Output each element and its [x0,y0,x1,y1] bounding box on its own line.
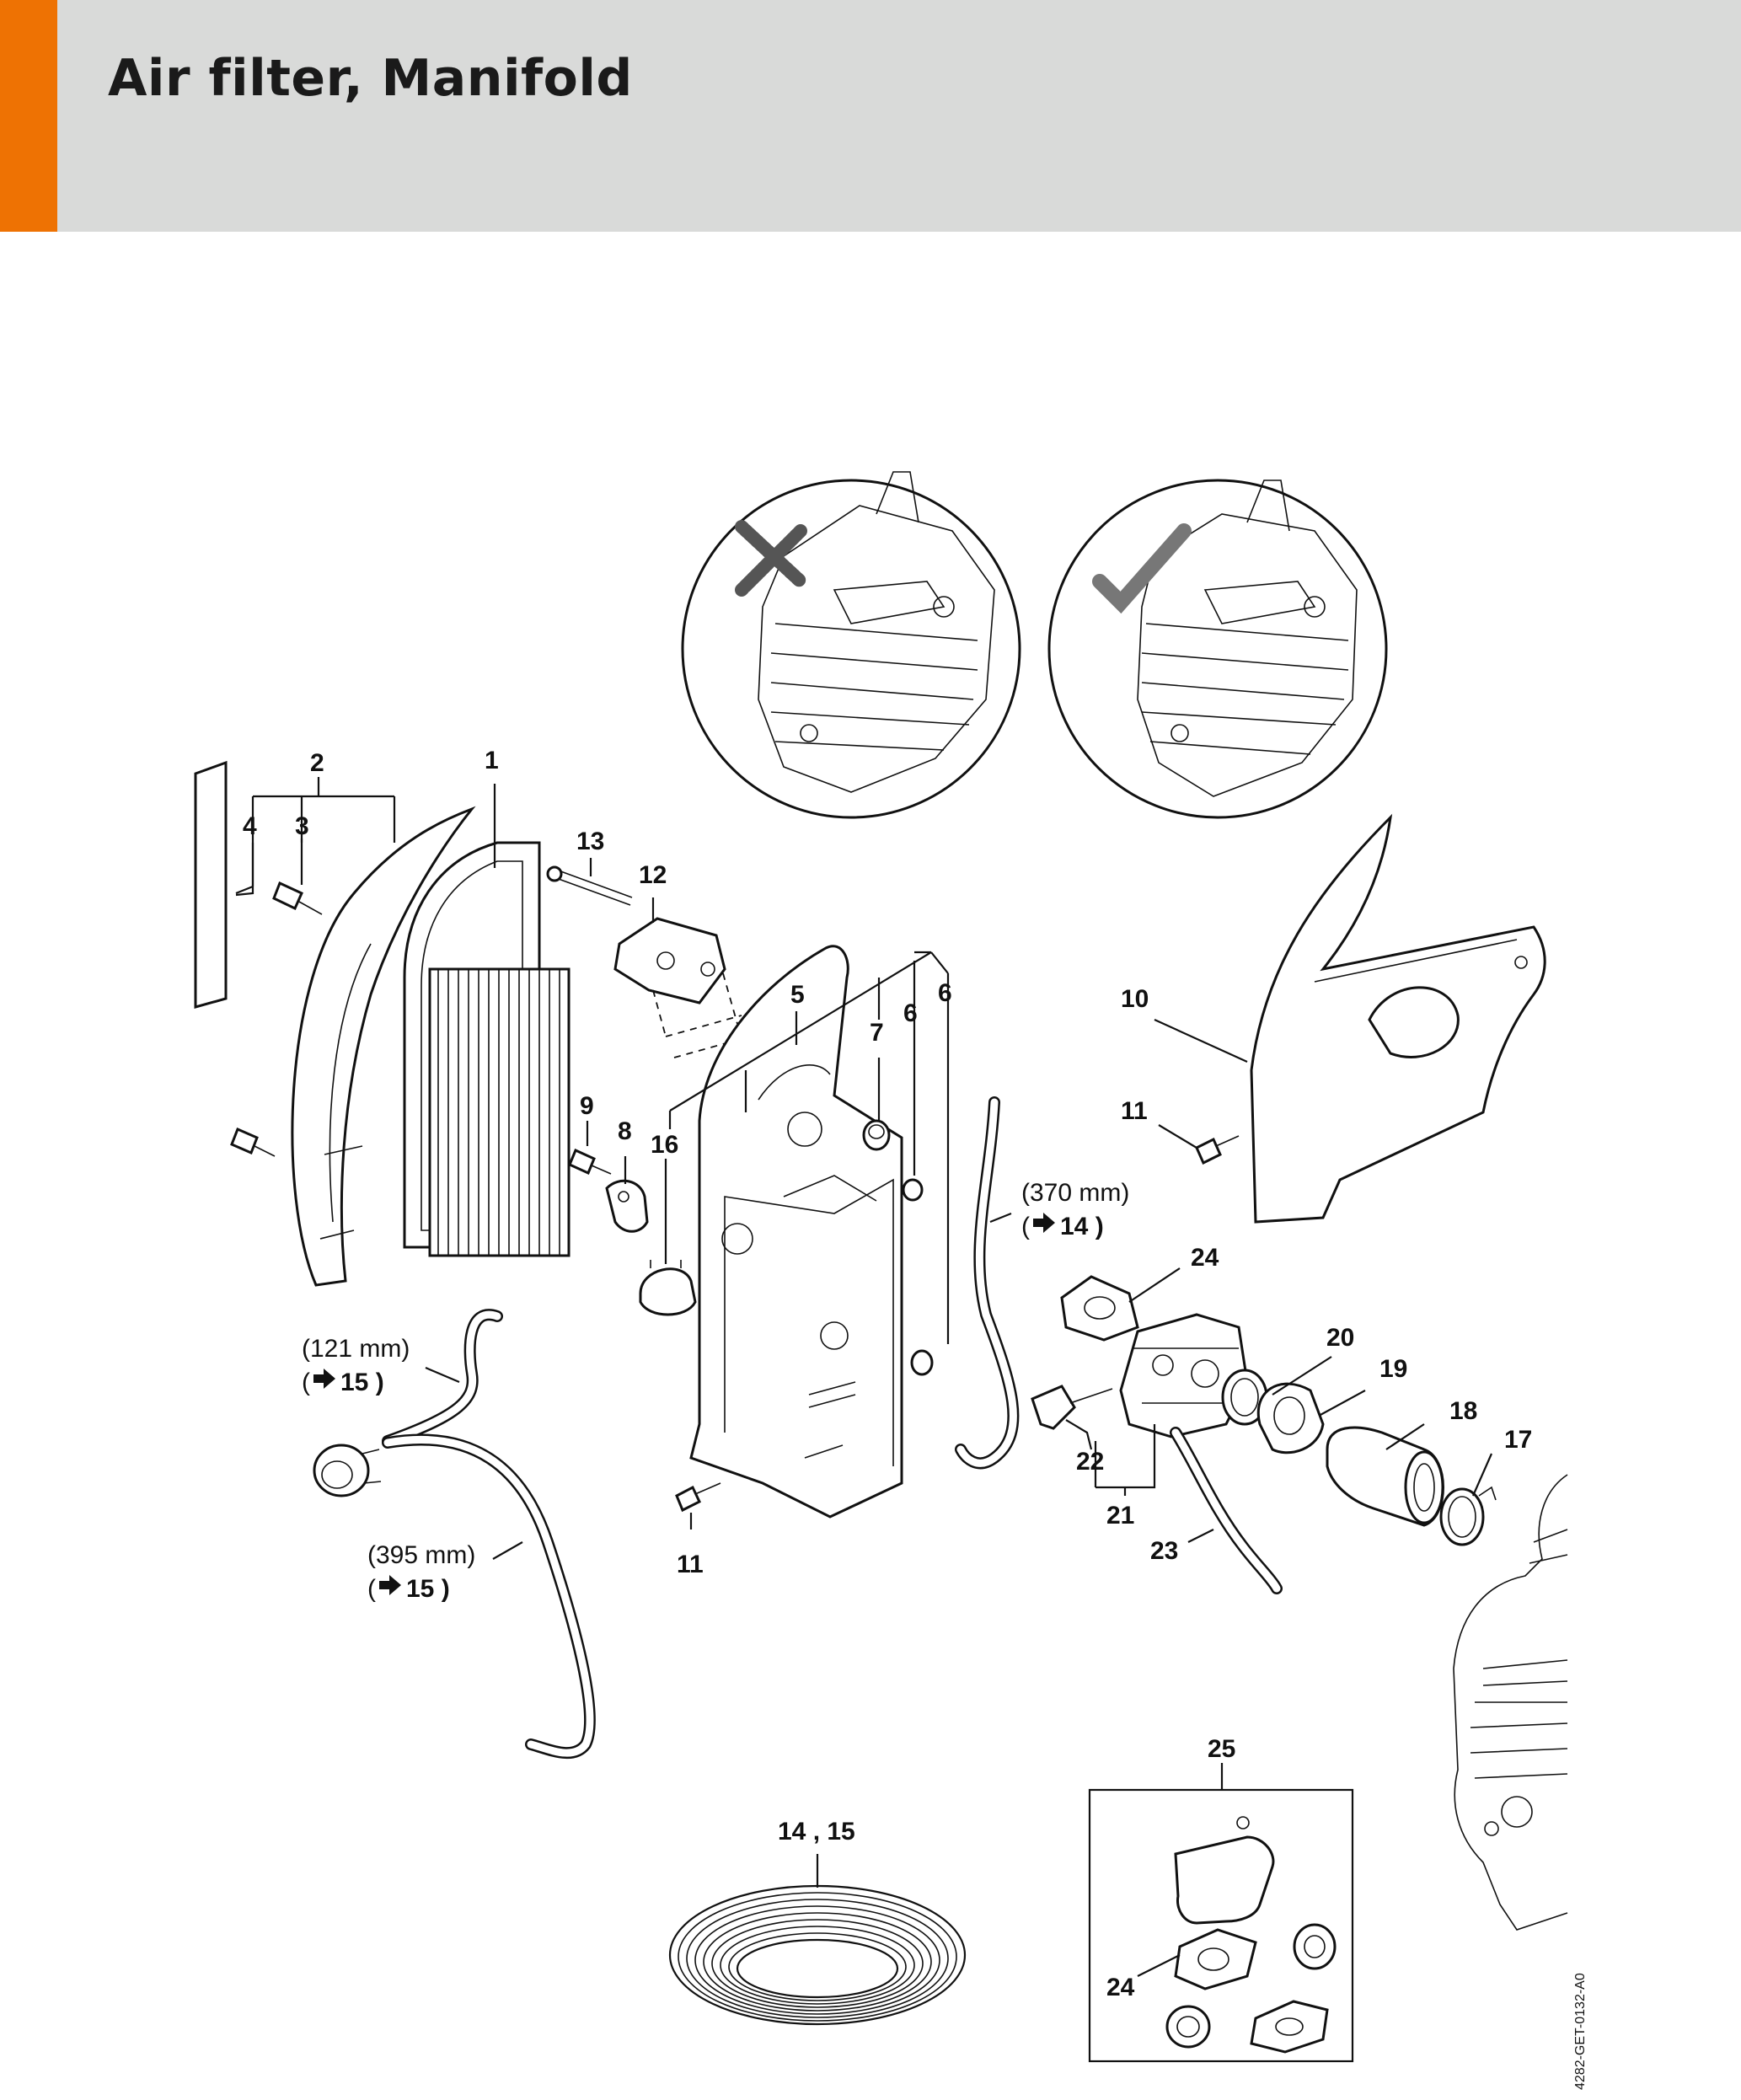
carburetor-21 [1119,1313,1249,1438]
callout-11-upper: 11 [1121,1097,1148,1125]
callout-4: 4 [243,812,257,840]
engine-block-partial [1453,1474,1568,1931]
callout-23: 23 [1150,1537,1178,1565]
callout-14-15: 14 , 15 [778,1818,855,1846]
note-395-length: (395 mm) [367,1541,475,1569]
note-370-length: (370 mm) [1021,1179,1129,1207]
gasket-24 [1060,1275,1139,1342]
callout-12: 12 [639,861,667,889]
callout-6-b: 6 [938,979,952,1007]
note-121-ref-open: ( [302,1369,310,1396]
document-number: 4282-GET-0132-A0 [1573,1973,1588,2090]
filter-label-strip [194,760,228,1009]
bracket-12 [613,917,726,1004]
callout-17: 17 [1504,1426,1532,1454]
callout-21: 21 [1106,1502,1134,1529]
seal-ring-kit-b [1165,2005,1211,2049]
grommet-7 [862,1119,891,1151]
arrow-right-icon [1033,1213,1055,1233]
wrong-cylinder-view [681,471,1021,819]
cylinder-drawing-right [1137,479,1358,797]
clip-8 [605,1179,649,1233]
correct-cylinder-view [1047,479,1388,819]
hose-121mm [382,1309,503,1447]
valve-16 [639,1254,697,1316]
manifold-cover-10 [1250,813,1546,1224]
screw-3 [272,881,323,915]
callout-20: 20 [1326,1324,1354,1352]
callout-7: 7 [870,1019,884,1047]
callout-22: 22 [1076,1448,1104,1476]
hose-23 [1170,1427,1283,1594]
filter-cover [291,806,476,1287]
plug-6b [910,1349,934,1376]
arrow-right-icon [379,1575,401,1595]
cylinder-drawing-left [758,471,995,793]
manifold-housing [689,945,903,1519]
callout-5: 5 [790,981,805,1009]
gasket-kit-box [1088,1788,1354,2063]
callout-25: 25 [1208,1735,1235,1763]
clamp-17 [1439,1486,1497,1546]
leader-lines [235,777,1493,1977]
header-accent-bar [0,0,57,232]
callout-3: 3 [295,812,309,840]
callout-24-b: 24 [1106,1974,1135,2001]
note-370-ref: 14 ) [1060,1213,1104,1240]
note-395-ref-open: ( [367,1575,376,1603]
callout-labels: 2 1 4 3 13 12 5 6 6 7 9 8 16 10 11 11 24… [243,747,1532,2001]
note-395-ref: 15 ) [406,1575,450,1603]
note-121-ref: 15 ) [340,1369,384,1396]
assembly-guides [652,972,751,1058]
screw-9 [568,1148,612,1176]
callout-19: 19 [1379,1355,1407,1383]
hose-coil [668,1884,967,2026]
arrow-right-icon [313,1369,335,1389]
callout-16: 16 [651,1131,678,1159]
intake-manifold-18 [1326,1426,1444,1527]
page-title: Air filter, Manifold [108,49,633,108]
callout-13: 13 [576,828,604,855]
screw-11-lower [675,1482,721,1513]
header-band [0,0,1741,232]
hose-395mm [382,1433,596,1759]
throttle-lever-22 [1031,1385,1113,1430]
note-121-length: (121 mm) [302,1335,410,1363]
air-filter-element [403,841,571,1257]
cross-mark-icon [735,520,807,597]
callout-9: 9 [580,1092,594,1120]
bolt-13 [546,865,633,906]
hose-370mm [955,1096,1020,1470]
hose-notes: (370 mm) ( 14 ) (121 mm) ( 15 ) (395 mm)… [302,1179,1129,1603]
screw-11-upper [1195,1135,1240,1165]
callout-11-lower: 11 [677,1551,704,1578]
callout-18: 18 [1449,1397,1477,1425]
callout-24-a: 24 [1191,1244,1219,1272]
flange-19 [1256,1382,1325,1454]
gasket-24-kit [1174,1928,1257,1990]
plug-6a [902,1178,924,1202]
screw-lower-left [230,1128,276,1157]
check-mark-icon [1092,523,1192,614]
seal-ring-kit-a [1293,1923,1337,1970]
carb-gasket-large [1174,1816,1275,1925]
gasket-small-kit [1250,2000,1329,2054]
callout-8: 8 [618,1117,632,1145]
callout-1: 1 [485,747,499,774]
callout-2: 2 [310,749,324,777]
callout-10: 10 [1121,985,1149,1013]
note-370-ref-open: ( [1021,1213,1030,1240]
callout-6-a: 6 [903,999,918,1027]
purge-bulb [313,1444,382,1497]
